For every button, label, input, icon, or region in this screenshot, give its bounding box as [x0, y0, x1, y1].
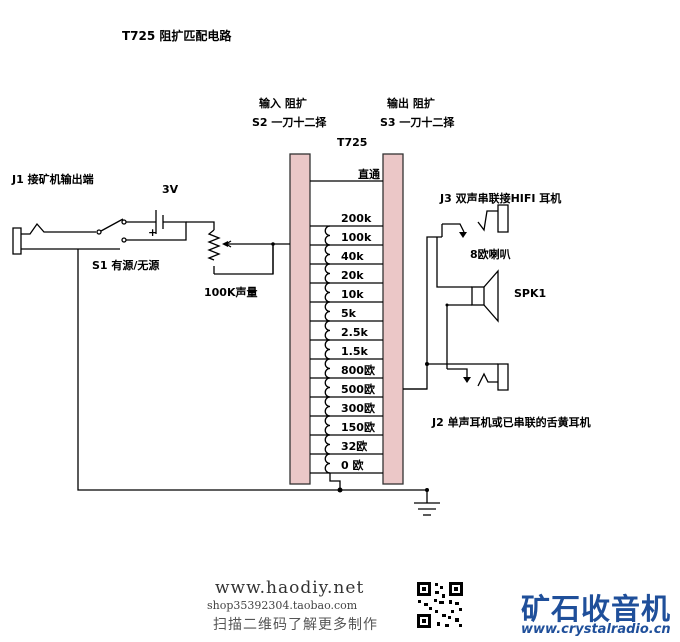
qr-code-icon [415, 580, 465, 630]
site-watermark: www.haodiy.net [215, 578, 365, 598]
coil-ground-wire [329, 473, 341, 490]
input-switch-label: 输入 阻扩 [259, 97, 307, 110]
tap-label: 40k [340, 250, 365, 263]
battery-plus: + [148, 226, 158, 239]
input-switch-part: S2 一刀十二择 [252, 116, 327, 129]
crystal-radio-logo: 矿石收音机 [521, 592, 672, 626]
j2-label: J2 单声耳机或已串联的舌黄耳机 [432, 416, 591, 429]
tap-label: 150欧 [340, 421, 376, 434]
s1-label: S1 有源/无源 [92, 259, 160, 272]
tap-label: 200k [340, 212, 373, 225]
j1-jack [12, 227, 22, 255]
shop-watermark: shop35392304.taobao.com [207, 599, 358, 612]
tap-label: 800欧 [340, 364, 376, 377]
tap-label: 0 欧 [340, 459, 365, 472]
tap-label: 1.5k [340, 345, 369, 358]
tap-label: 10k [340, 288, 365, 301]
diagram-title: T725 阻扩匹配电路 [122, 29, 232, 43]
crystal-radio-url: www.crystalradio.cn [521, 622, 671, 637]
output-switch-bar [382, 153, 404, 485]
battery-label: 3V [162, 183, 179, 196]
j3-label: J3 双声串联接HIFI 耳机 [440, 192, 562, 205]
tap-label: 2.5k [340, 326, 369, 339]
transformer-label: T725 [337, 136, 368, 149]
tap-label: 5k [340, 307, 357, 320]
speaker-impedance: 8欧喇叭 [470, 248, 511, 261]
j1-label: J1 接矿机输出端 [12, 173, 94, 186]
input-switch-bar [289, 153, 311, 485]
pot-label: 100K声量 [204, 286, 258, 299]
tap-label: 300欧 [340, 402, 376, 415]
transformer-coil [324, 225, 331, 474]
tap-label: 32欧 [340, 440, 369, 453]
output-switch-part: S3 一刀十二择 [380, 116, 455, 129]
tap-label: 500欧 [340, 383, 376, 396]
output-switch-label: 输出 阻扩 [387, 97, 435, 110]
direct-label: 直通 [358, 168, 380, 181]
scan-text: 扫描二维码了解更多制作 [213, 617, 378, 633]
spk-label: SPK1 [514, 287, 547, 300]
tap-label: 100k [340, 231, 373, 244]
tap-label: 20k [340, 269, 365, 282]
